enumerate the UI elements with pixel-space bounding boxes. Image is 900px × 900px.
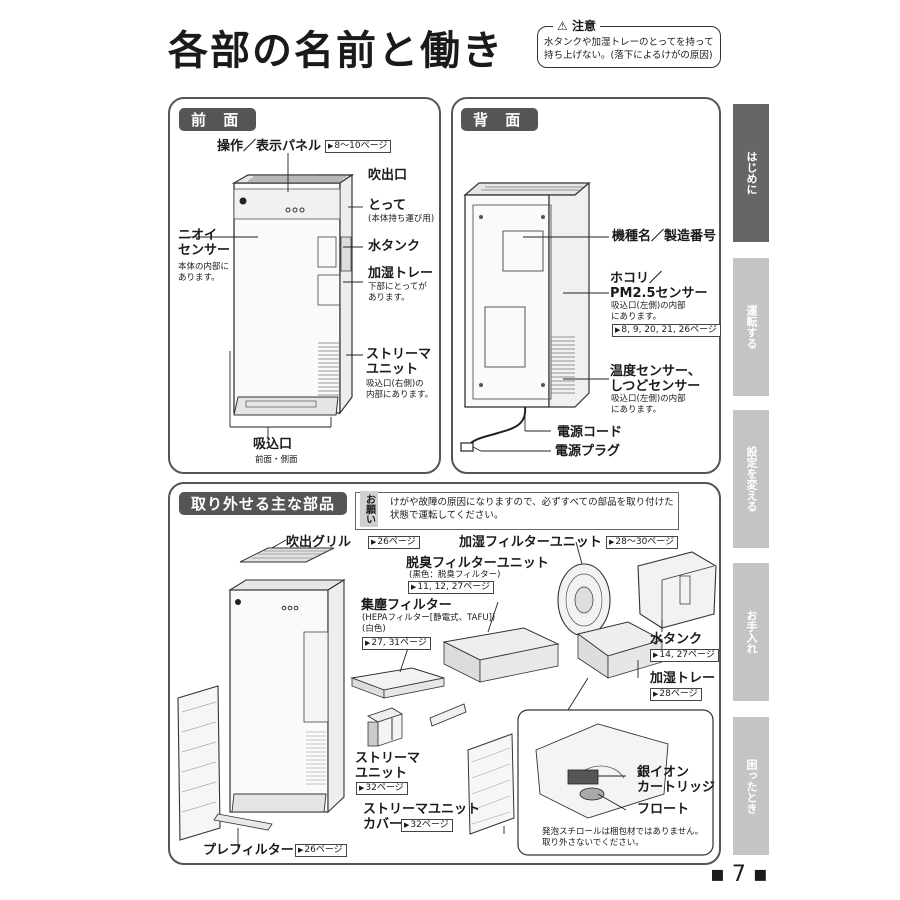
parts-dust-filter-ref[interactable]: 27, 31ページ <box>362 637 431 650</box>
parts-grille-label: 吹出グリル <box>286 535 352 550</box>
parts-streamer-label: ストリーマ ユニット <box>355 751 421 781</box>
front-humid-tray-note: 下部にとってが あります。 <box>368 282 427 303</box>
tab-settings[interactable]: 設定を変える <box>733 410 769 548</box>
front-panel-label: 操作／表示パネル <box>217 139 322 154</box>
page-number: ▪ 7 ▪ <box>710 862 768 887</box>
parts-deodor-label: 脱臭フィルターユニット <box>406 556 549 571</box>
parts-water-tank-label: 水タンク <box>650 632 703 647</box>
back-temp-sensor-label: 温度センサー、 しつどセンサー <box>610 364 701 394</box>
parts-humid-filter-ref[interactable]: 28～30ページ <box>606 536 679 549</box>
tab-operate[interactable]: 運転する <box>733 258 769 396</box>
tab-care[interactable]: お手入れ <box>733 563 769 701</box>
notice-box <box>355 492 679 530</box>
front-humid-tray-label: 加湿トレー <box>368 266 434 281</box>
back-model-label: 機種名／製造番号 <box>612 229 717 244</box>
parts-dust-filter-label: 集塵フィルター <box>361 598 452 613</box>
page-number-value: 7 <box>731 862 746 887</box>
page-title: 各部の名前と働き <box>168 28 504 74</box>
caution-title: 注意 <box>571 19 596 33</box>
parts-grille-ref[interactable]: 26ページ <box>368 536 420 549</box>
parts-water-tank-ref[interactable]: 14, 27ページ <box>650 649 719 662</box>
front-handle-label: とって <box>368 198 406 213</box>
front-odor-sensor-label: ニオイ センサー <box>178 228 231 258</box>
parts-streamer-cover-label: ストリーマユニット カバー <box>363 802 481 832</box>
caution-heading: ⚠ 注意 <box>553 17 600 34</box>
back-dust-sensor-label: ホコリ／ PM2.5センサー <box>610 271 708 301</box>
parts-streamer-ref[interactable]: 32ページ <box>356 782 408 795</box>
parts-deodor-note: (黒色：脱臭フィルター) <box>409 570 501 580</box>
notice-text: けがや故障の原因になりますので、必ずすべての部品を取り付けた状態で運転してくださ… <box>390 497 674 521</box>
parts-illustration <box>177 539 717 856</box>
back-temp-sensor-note: 吸込口(左側)の内部 にあります。 <box>611 394 686 415</box>
parts-humid-tray-ref[interactable]: 28ページ <box>650 688 702 701</box>
front-odor-note: 本体の内部に あります。 <box>178 262 230 283</box>
front-header: 前 面 <box>179 108 257 131</box>
back-illustration <box>460 181 609 452</box>
tab-trouble[interactable]: 困ったとき <box>733 717 769 855</box>
front-panel-ref[interactable]: 8～10ページ <box>325 140 392 153</box>
parts-streamer-cover-ref[interactable]: 32ページ <box>401 819 453 832</box>
back-power-plug-label: 電源プラグ <box>555 444 621 459</box>
parts-header: 取り外せる主な部品 <box>179 492 348 515</box>
parts-foam-note: 発泡スチロールは梱包材ではありません。 取り外さないでください。 <box>542 827 704 848</box>
front-streamer-note: 吸込口(右側)の 内部にあります。 <box>366 379 434 400</box>
parts-prefilter-ref[interactable]: 26ページ <box>295 844 347 857</box>
front-outlet-label: 吹出口 <box>368 168 408 183</box>
front-handle-note: (本体持ち運び用) <box>368 214 435 224</box>
caution-text: 水タンクや加湿トレーのとってを持って持ち上げない。(落下によるけがの原因) <box>544 37 714 61</box>
front-illustration <box>188 153 363 443</box>
parts-humid-tray-label: 加湿トレー <box>650 671 716 686</box>
back-power-cord-label: 電源コード <box>557 425 623 440</box>
parts-silver-cartridge-label: 銀イオン カートリッジ <box>637 765 716 795</box>
tab-intro[interactable]: はじめに <box>733 104 769 242</box>
back-dust-sensor-note: 吸込口(左側)の内部 にあります。 <box>611 301 686 322</box>
parts-dust-filter-note: (HEPAフィルター[静電式、TAFU]) (白色) <box>362 613 496 634</box>
warning-icon: ⚠ <box>557 19 568 33</box>
parts-humid-filter-label: 加湿フィルターユニット <box>459 535 602 550</box>
parts-float-label: フロート <box>637 802 690 817</box>
notice-tag: お願い <box>360 491 378 527</box>
parts-deodor-ref[interactable]: 11, 12, 27ページ <box>408 581 495 594</box>
front-streamer-label: ストリーマ ユニット <box>366 347 432 377</box>
front-intake-label: 吸込口 <box>253 437 293 452</box>
parts-prefilter-label: プレフィルター <box>203 843 294 858</box>
back-header: 背 面 <box>461 108 539 131</box>
front-intake-note: 前面・側面 <box>255 455 298 465</box>
front-water-tank-label: 水タンク <box>368 239 421 254</box>
back-dust-sensor-ref[interactable]: 8, 9, 20, 21, 26ページ <box>612 324 721 337</box>
